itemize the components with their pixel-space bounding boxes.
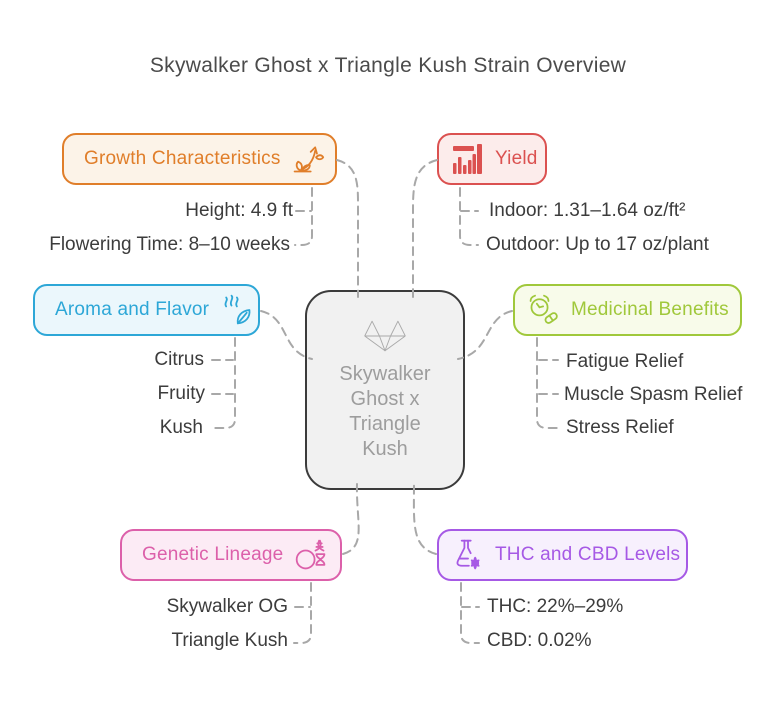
branch-label-yield: Yield: [495, 148, 538, 169]
child-label-muscle-spasm-relief: Muscle Spasm Relief: [564, 384, 743, 405]
fox-logo-icon: [361, 317, 409, 355]
child-label-fruity: Fruity: [157, 383, 206, 404]
child-label-height: Height: 4.9 ft: [185, 200, 293, 221]
tree-growth: [294, 187, 313, 246]
branch-label-aroma: Aroma and Flavor: [55, 299, 210, 320]
child-label-indoor-yield: Indoor: 1.31–1.64 oz/ft²: [489, 200, 686, 221]
branch-box-medicinal-benefits: Medicinal Benefits: [513, 284, 742, 336]
tree-aroma: [213, 337, 236, 429]
branch-box-thc-and-cbd-levels: THC and CBD Levels: [437, 529, 688, 581]
center-label-line-1: Skywalker: [339, 363, 431, 385]
leaf-aroma-icon: [219, 293, 253, 327]
connector-genetic-to-center: [342, 483, 360, 555]
child-label-skywalker-og: Skywalker OG: [166, 596, 288, 617]
branch-box-yield: Yield: [437, 133, 547, 185]
tree-genetic: [293, 582, 312, 644]
center-label-line-2: Ghost x: [350, 388, 420, 410]
tree-medicinal: [536, 337, 558, 429]
branch-label-genetic: Genetic Lineage: [142, 544, 284, 565]
clock-pill-icon: [527, 293, 561, 327]
center-label: Skywalker Ghost x Triangle Kush: [339, 362, 430, 462]
sprout-growth-arrow-icon: [291, 142, 325, 176]
connector-thc-to-center: [412, 483, 437, 555]
branch-label-thc: THC and CBD Levels: [495, 544, 681, 565]
dna-lens-icon: [294, 538, 328, 572]
child-label-kush: Kush: [159, 417, 203, 438]
child-label-thc-level: THC: 22%–29%: [487, 596, 624, 617]
child-label-fatigue-relief: Fatigue Relief: [566, 351, 684, 372]
connector-yield-to-center: [412, 159, 438, 298]
child-label-triangle-kush: Triangle Kush: [171, 630, 288, 651]
center-node: Skywalker Ghost x Triangle Kush: [305, 290, 465, 490]
branch-box-aroma-and-flavor: Aroma and Flavor: [33, 284, 260, 336]
tree-yield: [459, 187, 479, 246]
bar-chart-icon: [451, 142, 485, 176]
child-label-outdoor-yield: Outdoor: Up to 17 oz/plant: [486, 234, 709, 255]
center-label-line-3: Triangle: [349, 413, 421, 435]
tree-thc: [460, 582, 480, 644]
page-title: Skywalker Ghost x Triangle Kush Strain O…: [149, 54, 627, 77]
branch-label-medicinal: Medicinal Benefits: [571, 299, 729, 320]
flask-cannabis-icon: [451, 538, 485, 572]
child-label-flowering-time: Flowering Time: 8–10 weeks: [49, 234, 290, 255]
branch-box-growth-characteristics: Growth Characteristics: [62, 133, 337, 185]
child-label-cbd-level: CBD: 0.02%: [487, 630, 592, 651]
child-label-citrus: Citrus: [154, 349, 204, 370]
center-label-line-4: Kush: [362, 438, 408, 460]
connector-medicinal-to-center: [457, 310, 513, 360]
branch-box-genetic-lineage: Genetic Lineage: [120, 529, 342, 581]
child-label-stress-relief: Stress Relief: [566, 417, 674, 438]
branch-label-growth: Growth Characteristics: [84, 148, 281, 169]
connector-growth-to-center: [336, 159, 360, 298]
